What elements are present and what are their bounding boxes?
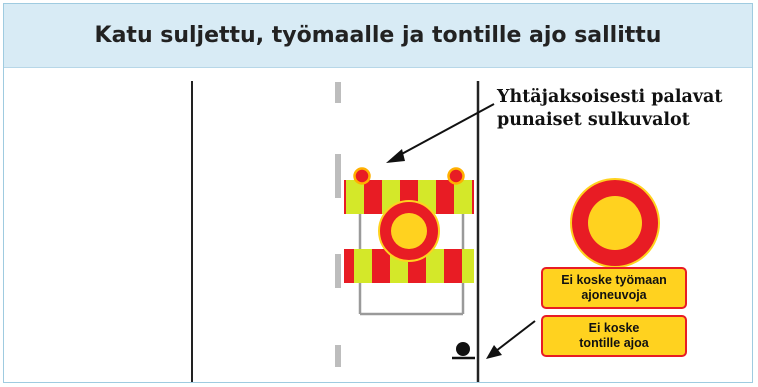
callout-arrow-post — [495, 320, 536, 352]
additional-plate-site-vehicles: Ei koske työmaan ajoneuvoja — [541, 267, 687, 309]
plate-top-line-2: ajoneuvoja — [581, 288, 647, 302]
diagram-frame: Katu suljettu, työmaalle ja tontille ajo… — [3, 3, 753, 383]
callout-line-1: Yhtäjaksoisesti palavat — [497, 87, 723, 107]
warning-lamp-left — [353, 167, 371, 185]
road-diagram — [191, 81, 660, 382]
callout-arrow-lamps — [397, 103, 495, 157]
warning-lamp-right — [447, 167, 465, 185]
callout-line-2: punaiset sulkuvalot — [497, 110, 690, 130]
plate-bottom-line-1: Ei koske — [588, 321, 640, 335]
header-bar: Katu suljettu, työmaalle ja tontille ajo… — [4, 4, 752, 68]
callout-lamps-label: Yhtäjaksoisesti palavat punaiset sulkuva… — [497, 86, 747, 132]
sign-post-marker — [456, 342, 470, 356]
plate-bottom-line-2: tontille ajoa — [579, 336, 649, 350]
diagram-title: Katu suljettu, työmaalle ja tontille ajo… — [94, 23, 662, 48]
additional-plate-property-access: Ei koske tontille ajoa — [541, 315, 687, 357]
plate-top-line-1: Ei koske työmaan — [561, 273, 667, 287]
lane-marking-dashed — [335, 82, 341, 367]
